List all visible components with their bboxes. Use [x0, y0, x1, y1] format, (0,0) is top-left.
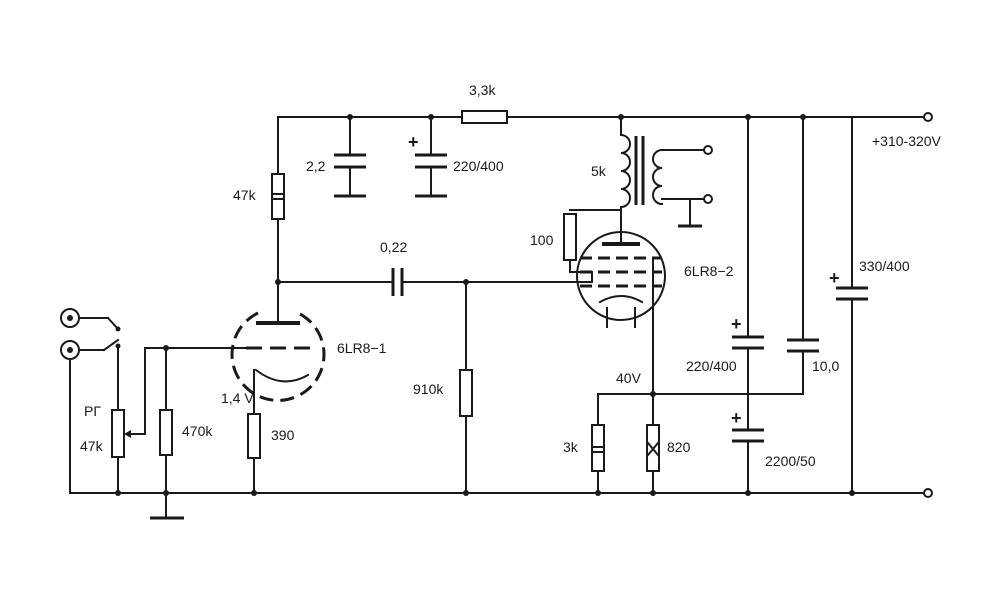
- label-c-330-400: 330/400: [859, 258, 910, 274]
- label-c-0-22: 0,22: [380, 239, 407, 255]
- capacitor-10-0: [787, 116, 819, 395]
- ground-terminal: [923, 488, 933, 498]
- capacitor-330-400: [836, 116, 868, 494]
- label-r-910k: 910k: [413, 381, 444, 397]
- label-c-10-0: 10,0: [812, 358, 839, 374]
- label-c-2-2: 2,2: [306, 158, 326, 174]
- capacitor-2-2: [334, 116, 366, 198]
- resistor-47k-anode: [271, 116, 285, 283]
- polarity-mark: +: [829, 268, 840, 288]
- label-r-390: 390: [271, 427, 295, 443]
- coupling-path: [277, 268, 593, 323]
- top-rail: [277, 112, 933, 122]
- potentiometer-47k: [111, 345, 146, 494]
- label-xfmr-5k: 5k: [591, 163, 607, 179]
- label-r-100: 100: [530, 232, 554, 248]
- resistor-100: [563, 209, 622, 273]
- label-v-40: 40V: [616, 370, 642, 386]
- label-v-1-4: 1,4 V: [221, 390, 254, 406]
- polarity-mark: +: [731, 408, 742, 428]
- resistor-390: [247, 413, 261, 494]
- tube-6lr8-1: [144, 311, 326, 415]
- label-tube-2: 6LR8−2: [684, 263, 734, 279]
- label-pot-name: РГ: [84, 403, 101, 419]
- resistor-910k: [459, 281, 473, 494]
- resistor-3-3k: [461, 110, 508, 124]
- label-tube-1: 6LR8−1: [337, 340, 387, 356]
- junctions: [115, 114, 855, 496]
- ground-rail: [69, 488, 933, 520]
- label-r-470k: 470k: [182, 423, 213, 439]
- capacitor-220-400-right: [732, 116, 764, 431]
- label-r-820: 820: [667, 439, 691, 455]
- resistor-470k: [159, 347, 173, 494]
- input-jacks: [60, 308, 121, 494]
- cathode-network: [591, 378, 804, 494]
- label-r-3k: 3k: [563, 439, 579, 455]
- label-supply: +310-320V: [872, 133, 942, 149]
- output-transformer-5k: [619, 116, 713, 228]
- label-pot-value: 47k: [80, 438, 104, 454]
- label-c-220-400-right: 220/400: [686, 358, 737, 374]
- label-r-47k: 47k: [233, 187, 257, 203]
- capacitor-220-400-top: [415, 116, 447, 198]
- supply-terminal: [923, 112, 933, 122]
- capacitor-2200-50: [732, 428, 764, 494]
- label-c-220-400-top: 220/400: [453, 158, 504, 174]
- label-c-2200-50: 2200/50: [765, 453, 816, 469]
- polarity-mark: +: [408, 132, 419, 152]
- label-r-3-3k: 3,3k: [469, 82, 496, 98]
- tube-6lr8-2: [576, 209, 666, 380]
- polarity-mark: +: [731, 314, 742, 334]
